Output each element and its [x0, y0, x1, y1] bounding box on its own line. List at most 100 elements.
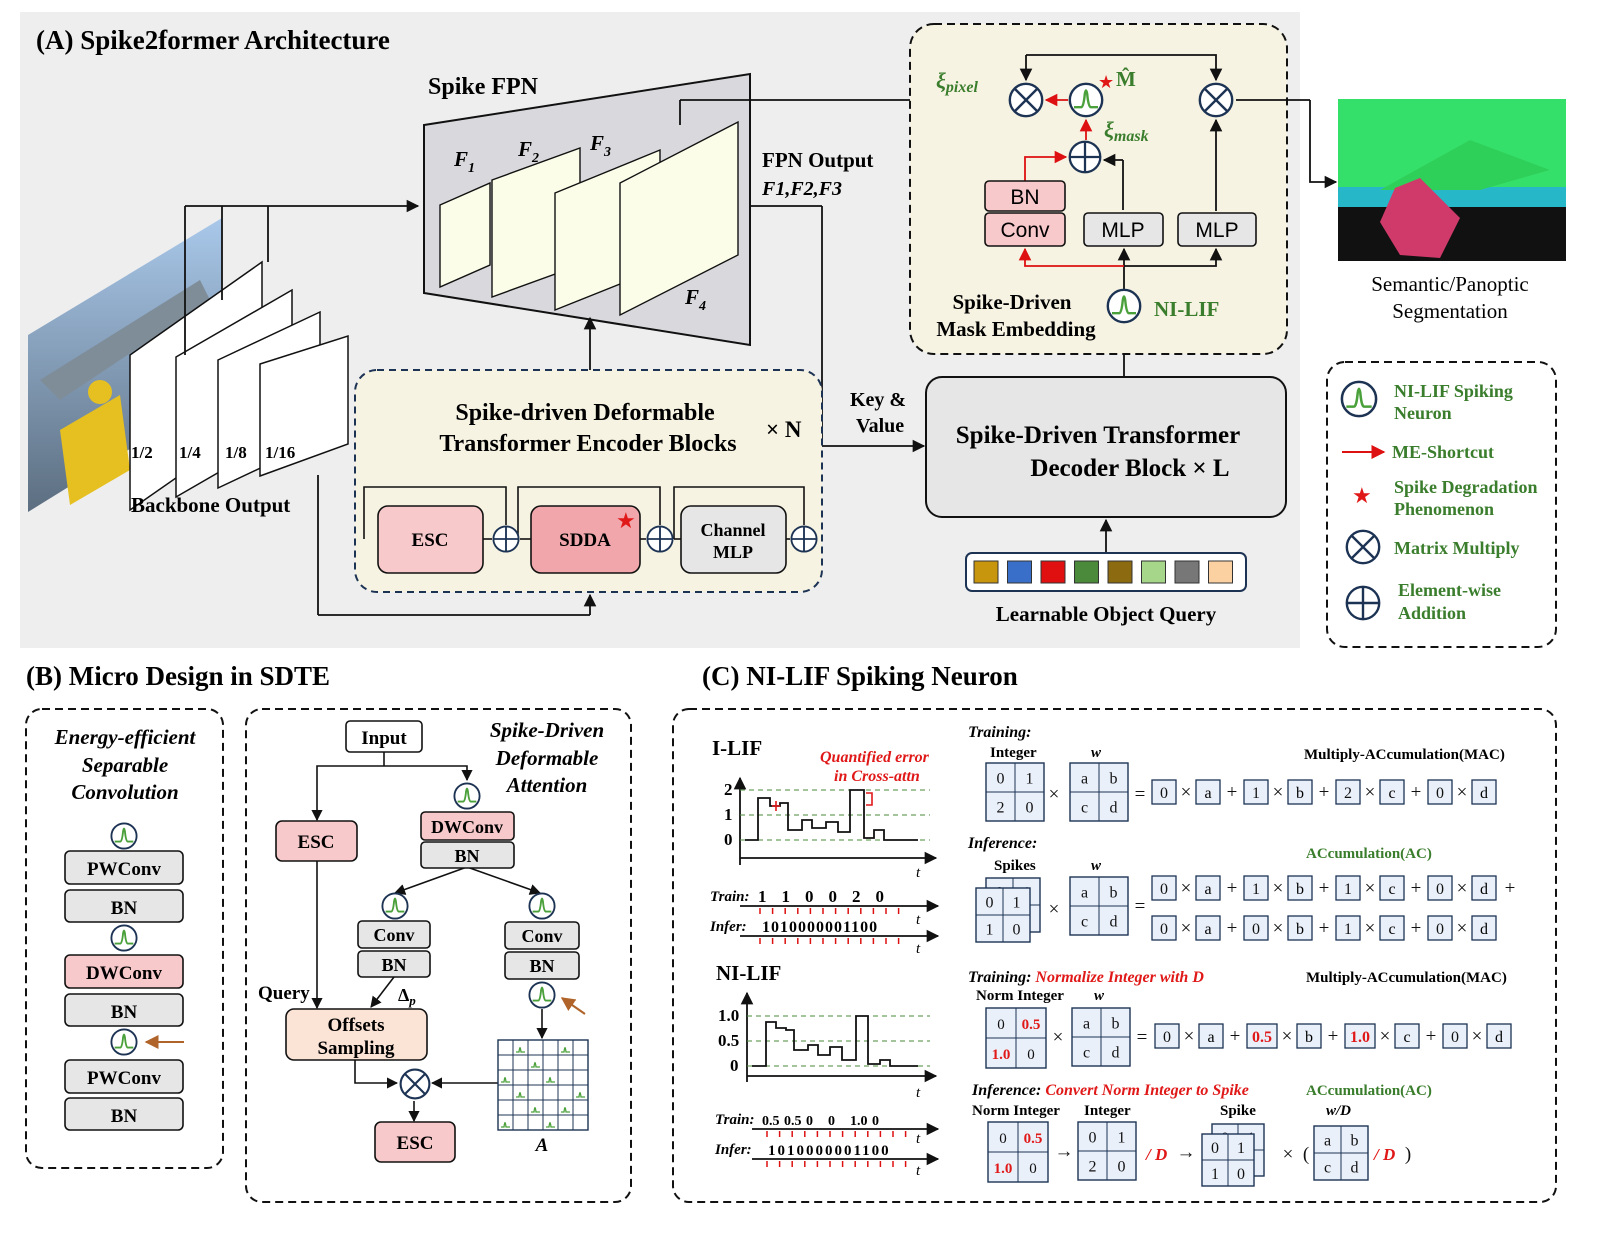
attention-matrix-label: A [535, 1135, 549, 1156]
fpn-feature-planes [439, 120, 739, 317]
sdda-dwconv-block [420, 811, 515, 841]
equation-symbol: × [1053, 1027, 1064, 1048]
nilif-ytick-0: 0 [730, 1056, 739, 1075]
train-value: 0.5 [762, 1114, 780, 1129]
ilif-t-label: t [916, 865, 921, 881]
attention-matrix-grid [497, 1039, 589, 1131]
sdda-block [530, 505, 641, 574]
matrix-cell: 0 [997, 1017, 1005, 1033]
nilif-neuron-icon [1106, 288, 1142, 324]
attention-spike-mark [546, 1076, 555, 1083]
coef-box [1427, 875, 1453, 901]
coef-value: 0 [1160, 785, 1168, 802]
sdda-detail-connectors [311, 752, 548, 1123]
legend-spike-degradation-label-1: Spike Degradation [1394, 477, 1538, 497]
equation-symbol: × [1282, 1026, 1293, 1047]
weight-value: b [1296, 921, 1304, 938]
channel-mlp-label-1: Channel [700, 520, 765, 540]
weight-value: d [1495, 1029, 1503, 1046]
channel-mlp-block [680, 505, 787, 574]
matrix-cell: 0 [986, 895, 994, 912]
coef-value: 1 [1252, 785, 1260, 802]
fpn-f4-label: F4 [684, 285, 706, 314]
key-value-label-1: Key & [850, 389, 906, 411]
coef-value: 1 [1344, 921, 1352, 938]
sdda-query-label: Query [258, 983, 310, 1004]
coef-box [1335, 779, 1361, 805]
equation-symbol: × [1181, 878, 1192, 899]
eq-w-over-d-label: w/D [1326, 1103, 1351, 1119]
fpn-output-label: FPN Output [762, 148, 873, 172]
ilif-plot [733, 776, 938, 865]
weight-box [1471, 875, 1497, 901]
weight-value: b [1296, 881, 1304, 898]
matrix-cell: 2 [1089, 1159, 1097, 1176]
matrix-cell: 0 [999, 1131, 1007, 1147]
sdda-esc-left-label: ESC [298, 832, 335, 853]
equation-symbol: × [1472, 1026, 1483, 1047]
coef-box [1243, 875, 1269, 901]
eq-integer-label: Integer [990, 745, 1037, 761]
coef-value: 0 [1163, 1029, 1171, 1046]
legend-elementwise-add-icon [1345, 585, 1381, 621]
eq-w-label-3: w [1094, 988, 1105, 1004]
eq-ac-label-1: ACcumulation(AC) [1306, 846, 1432, 862]
attention-spike-mark [531, 1061, 540, 1068]
equation-symbol: × [1457, 878, 1468, 899]
legend-nilif-icon [1340, 380, 1378, 418]
equation-symbol: + [1319, 782, 1330, 803]
equation-symbol: + [1411, 878, 1422, 899]
divide-d-label-2: / D [1372, 1145, 1395, 1164]
legend-nilif-label-1: NI-LIF Spiking [1394, 381, 1513, 401]
sdda-brown-arrow [560, 997, 586, 1015]
esc-pwconv-bottom-label: PWConv [87, 1068, 161, 1089]
object-query-swatch-3 [1040, 560, 1066, 584]
equation-symbol: × [1365, 878, 1376, 899]
legend-elementwise-add-label-2: Addition [1398, 603, 1466, 623]
object-query-swatch-5 [1107, 560, 1133, 584]
matrix-cell: d [1351, 1160, 1359, 1177]
esc-detail-title-2: Separable [82, 753, 168, 777]
nilif-title: NI-LIF [716, 961, 781, 985]
matrix-cell: 0 [1118, 1159, 1126, 1176]
sdda-spike-icon-attn [528, 981, 556, 1009]
sdda-esc-bottom-label: ESC [397, 1133, 434, 1154]
coef-box [1151, 915, 1177, 941]
attention-spike-mark [561, 1106, 570, 1113]
coef-value: 0 [1252, 921, 1260, 938]
equation-symbol: + [1411, 782, 1422, 803]
encoder-title-line2: Transformer Encoder Blocks [439, 431, 736, 457]
coef-box [1335, 915, 1361, 941]
ilif-ytick-2: 2 [724, 780, 733, 799]
weight-box [1195, 875, 1221, 901]
weight-value: d [1480, 881, 1488, 898]
sdda-spike-icon-left [381, 892, 409, 920]
equation-symbol: × [1457, 782, 1468, 803]
esc-bn-2-label: BN [111, 1002, 138, 1023]
attention-spike-mark [576, 1091, 585, 1098]
equation-symbol: × [1365, 782, 1376, 803]
coef-box [1427, 779, 1453, 805]
backbone-output-label: Backbone Output [131, 493, 290, 517]
coef-value: 0 [1436, 881, 1444, 898]
train-value: 0 [872, 1114, 879, 1129]
eq-norm-integer-label-1: Norm Integer [976, 988, 1064, 1004]
scale-label-1-8: 1/8 [225, 443, 247, 462]
eq-mac-label-1: Multiply-ACcumulation(MAC) [1304, 747, 1505, 763]
weight-box [1195, 915, 1221, 941]
eq-integer-label-2: Integer [1084, 1103, 1131, 1119]
ilif-t-label-2: t [916, 912, 921, 928]
coef-box [1344, 1023, 1376, 1049]
panel-a-title: (A) Spike2former Architecture [36, 25, 390, 55]
sdda-conv-right-block [504, 921, 580, 950]
sdda-detail-title-2: Deformable [495, 746, 599, 770]
matrix-cell: a [1083, 1016, 1090, 1033]
encoder-residual-paths [363, 486, 805, 540]
weight-box [1471, 915, 1497, 941]
sdda-bn-mid-block [420, 841, 515, 869]
attention-spike-mark [546, 1121, 555, 1128]
ilif-ytick-0: 0 [724, 830, 733, 849]
weight-box [1379, 779, 1405, 805]
equation-symbol: × [1049, 899, 1060, 920]
